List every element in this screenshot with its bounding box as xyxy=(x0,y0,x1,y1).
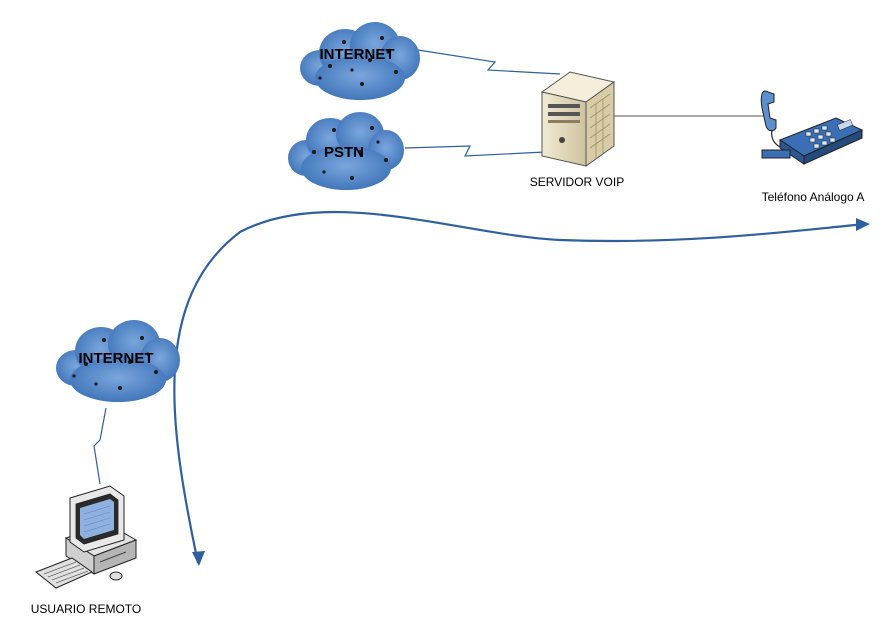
flow-arrowhead-bottom xyxy=(192,551,205,566)
flow-arrowhead-right xyxy=(856,218,870,231)
link-internet-pc xyxy=(93,407,107,485)
pc-label: USUARIO REMOTO xyxy=(31,602,141,616)
link-pstn-server xyxy=(404,145,546,157)
cloud-icon xyxy=(56,320,180,402)
cloud-label-internet-left: INTERNET xyxy=(79,350,154,367)
cloud-icon xyxy=(288,112,404,190)
server-icon xyxy=(540,71,616,167)
link-internet-server xyxy=(417,49,561,75)
computer-icon xyxy=(35,485,138,589)
cloud-label-pstn: PSTN xyxy=(324,144,364,161)
flow-arrow xyxy=(173,210,867,564)
cloud-icon xyxy=(300,22,420,100)
cloud-label-internet-top: INTERNET xyxy=(320,46,395,63)
phone-label: Teléfono Análogo A xyxy=(762,190,865,204)
analog-phone-icon xyxy=(760,90,864,165)
server-label: SERVIDOR VOIP xyxy=(530,175,624,189)
